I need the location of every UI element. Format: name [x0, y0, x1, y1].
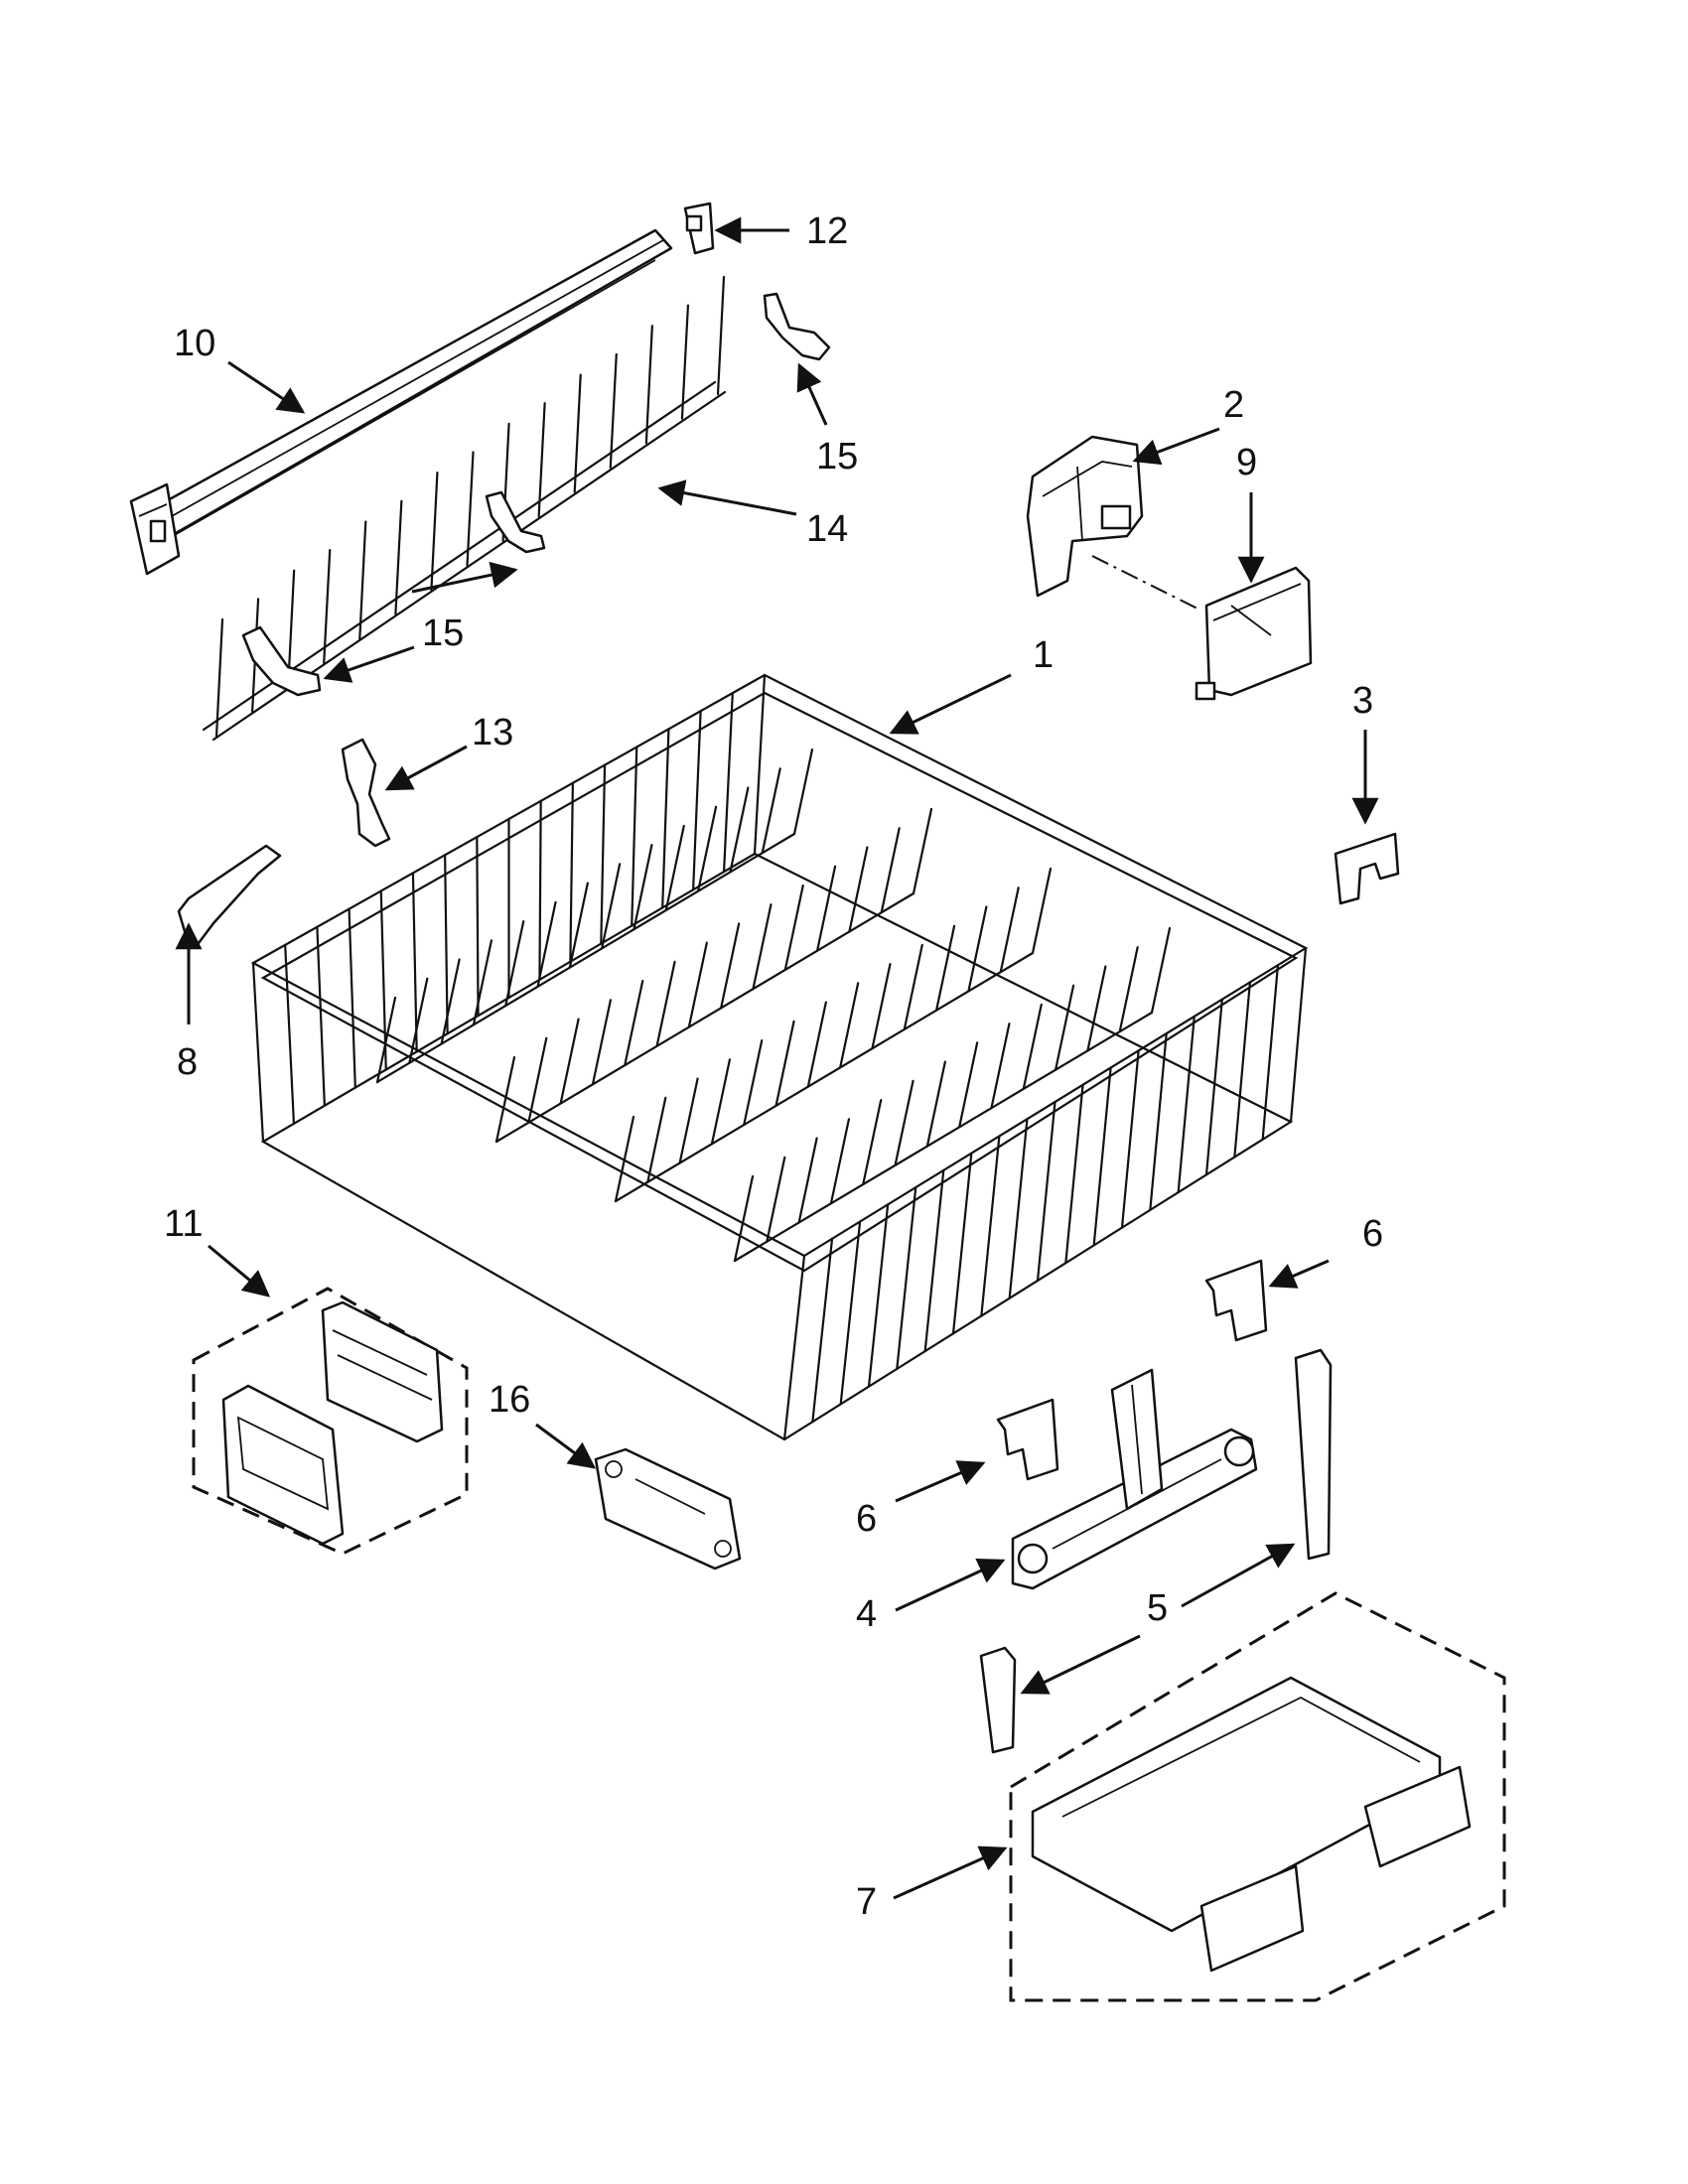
callout-7: 7 [856, 1881, 877, 1923]
part-11-group [192, 1287, 469, 1556]
part-7-group [1009, 1591, 1506, 2002]
part-2-to-9-link-line [1091, 555, 1202, 612]
part-12-clip [683, 202, 715, 255]
callout-1: 1 [1033, 634, 1054, 676]
callout-14: 14 [806, 508, 848, 550]
callout-10: 10 [174, 323, 215, 364]
part-3-clip [1334, 832, 1400, 905]
callout-4: 4 [856, 1593, 877, 1635]
part-9-cover-plate [1195, 566, 1313, 701]
part-4-adjuster-assembly [1011, 1368, 1258, 1590]
callout-13: 13 [472, 712, 513, 753]
callout-8: 8 [177, 1041, 198, 1083]
callout-9: 9 [1236, 442, 1257, 483]
callout-15-left: 15 [422, 613, 464, 654]
part-8-handle [177, 844, 282, 945]
callout-labels: 10 12 15 2 9 14 15 1 3 13 8 11 6 16 6 4 … [164, 210, 1383, 1923]
callout-2: 2 [1223, 384, 1244, 426]
part-10-rack-rail [129, 228, 673, 576]
part-16-adjuster [594, 1447, 742, 1570]
part-15-clip-top [763, 292, 831, 361]
part-5-rail-right [1294, 1348, 1333, 1561]
callout-6-upper: 6 [1362, 1213, 1383, 1255]
part-15-clip-mid [485, 490, 546, 554]
part-2-bracket [1026, 435, 1144, 598]
part-15-clip-left [241, 625, 322, 697]
part-6-clip-upper [1204, 1259, 1268, 1342]
callout-11: 11 [164, 1203, 203, 1245]
callout-15-top: 15 [816, 436, 858, 478]
part-1-upper-dishrack [250, 673, 1309, 1441]
callout-3: 3 [1352, 680, 1373, 722]
callout-12: 12 [806, 210, 848, 252]
callout-6-lower: 6 [856, 1498, 877, 1540]
part-5-rail-left [979, 1646, 1017, 1754]
callout-5: 5 [1147, 1587, 1168, 1629]
part-6-clip-lower [996, 1398, 1059, 1481]
callout-16: 16 [489, 1379, 530, 1421]
part-13-hook [341, 738, 391, 848]
leader-lines [175, 216, 1379, 1900]
